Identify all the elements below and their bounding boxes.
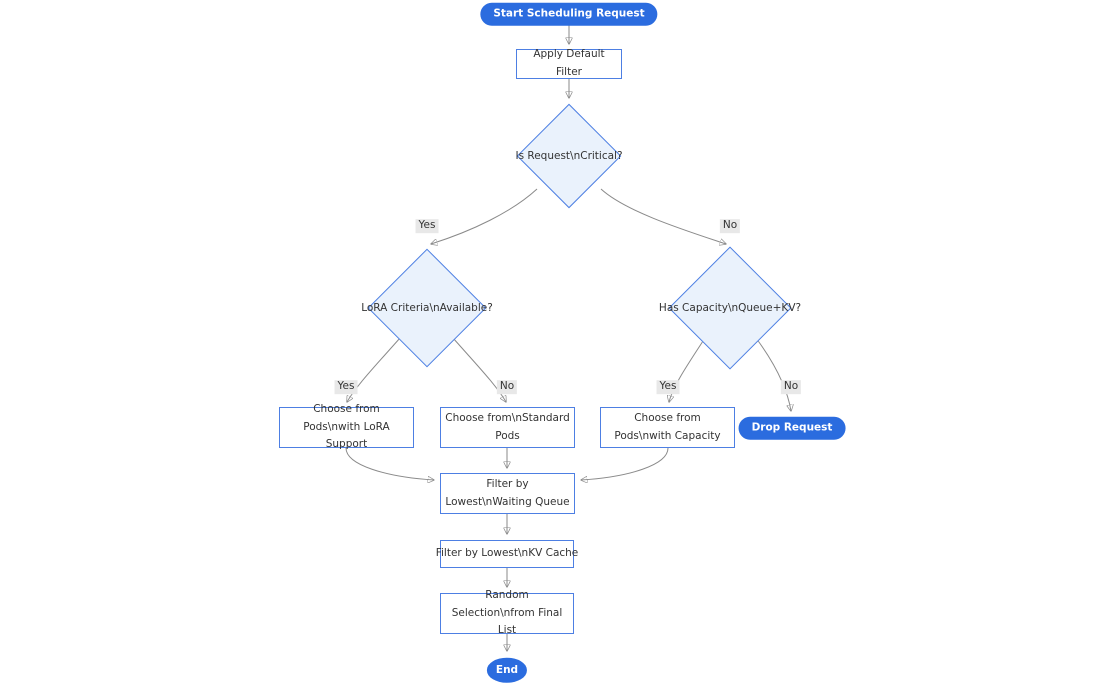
edge-label-critical-yes: Yes (415, 219, 439, 233)
decision-label: Has Capacity\nQueue+KV? (658, 301, 802, 314)
edge-capacity-yes (669, 337, 706, 402)
node-apply-default-filter: Apply Default Filter (516, 48, 622, 79)
node-choose-pods-lora: Choose from Pods\nwith LoRA Support (279, 403, 414, 450)
edge-capacitypods-to-filterqueue (581, 447, 669, 480)
decision-label: LoRA Criteria\nAvailable? (361, 301, 493, 314)
node-start: Start Scheduling Request (480, 2, 658, 26)
edge-critical-no (600, 188, 726, 244)
edge-lorapods-to-filterqueue (345, 447, 434, 480)
edge-critical-yes (431, 188, 538, 244)
node-choose-pods-capacity: Choose from Pods\nwith Capacity (600, 407, 735, 448)
decision-is-request-critical: Is Request\nCritical? (515, 103, 623, 209)
edge-label-lora-no: No (496, 380, 518, 394)
edge-capacity-no (755, 337, 791, 411)
node-end: End (486, 657, 528, 683)
node-drop-request: Drop Request (738, 416, 846, 440)
edge-label-capacity-no: No (780, 380, 802, 394)
node-random-selection-final-list: Random Selection\nfrom Final List (440, 589, 574, 636)
decision-has-capacity-queue-kv: Has Capacity\nQueue+KV? (658, 245, 802, 370)
edge-label-critical-no: No (719, 219, 741, 233)
decision-label: Is Request\nCritical? (515, 150, 623, 162)
edge-label-lora-yes: Yes (334, 380, 358, 394)
edge-lora-yes (347, 337, 401, 402)
node-filter-lowest-kv-cache: Filter by Lowest\nKV Cache (436, 540, 578, 568)
node-filter-lowest-waiting-queue: Filter by Lowest\nWaiting Queue (440, 473, 575, 514)
decision-lora-criteria-available: LoRA Criteria\nAvailable? (361, 248, 493, 367)
edge-label-capacity-yes: Yes (656, 380, 680, 394)
node-choose-standard-pods: Choose from\nStandard Pods (440, 407, 575, 448)
edge-lora-no (452, 337, 506, 402)
